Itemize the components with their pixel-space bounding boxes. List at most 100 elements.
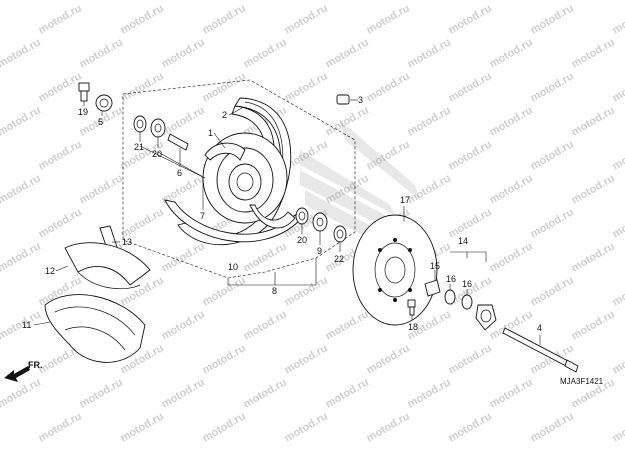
watermark-text: motod.ru (0, 342, 2, 376)
watermark-text: motod.ru (37, 70, 84, 104)
watermark-text: motod.ru (406, 376, 453, 410)
watermark-text: motod.ru (611, 70, 625, 104)
watermark-text: motod.ru (447, 410, 494, 444)
callout-11: 11 (22, 320, 31, 330)
watermark-text: motod.ru (0, 274, 2, 308)
watermark-text: motod.ru (283, 2, 330, 36)
watermark-text: motod.ru (283, 342, 330, 376)
watermark-text: motod.ru (0, 172, 43, 206)
watermark-text: motod.ru (78, 376, 125, 410)
watermark-text: motod.ru (529, 70, 576, 104)
watermark-text: motod.ru (365, 2, 412, 36)
callout-5: 5 (98, 117, 103, 127)
callout-13: 13 (122, 237, 132, 247)
watermark-text: motod.ru (0, 240, 43, 274)
watermark-text: motod.ru (570, 240, 617, 274)
watermark-text: motod.ru (0, 410, 2, 444)
watermark-text: motod.ru (160, 308, 207, 342)
watermark-text: motod.ru (160, 0, 207, 3)
watermark-text: motod.ru (406, 36, 453, 70)
watermark-text: motod.ru (0, 138, 2, 172)
watermark-text: motod.ru (242, 36, 289, 70)
callout-9: 9 (317, 246, 322, 256)
watermark-text: motod.ru (447, 206, 494, 240)
callout-4: 4 (537, 323, 542, 333)
watermark-text: motod.ru (242, 308, 289, 342)
callout-20-left: 20 (152, 149, 162, 159)
callout-16b: 16 (462, 279, 472, 289)
watermark-text: motod.ru (529, 206, 576, 240)
watermark-text: motod.ru (324, 308, 371, 342)
watermark-text: motod.ru (570, 308, 617, 342)
watermark-text: motod.ru (119, 70, 166, 104)
watermark-text: motod.ru (201, 274, 248, 308)
watermark-text: motod.ru (447, 70, 494, 104)
watermark-text: motod.ru (365, 410, 412, 444)
watermark-text: motod.ru (160, 376, 207, 410)
watermark-text: motod.ru (570, 0, 617, 3)
watermark-text: motod.ru (0, 104, 43, 138)
callout-22: 22 (334, 254, 344, 264)
watermark-text: motod.ru (0, 36, 43, 70)
watermark-text: motod.ru (283, 410, 330, 444)
watermark-text: motod.ru (0, 70, 2, 104)
part-9-bearing (313, 213, 327, 245)
watermark-text: motod.ru (242, 240, 289, 274)
callout-3: 3 (358, 95, 363, 105)
watermark-text: motod.ru (447, 342, 494, 376)
watermark-text: motod.ru (283, 70, 330, 104)
watermark-text: motod.ru (406, 0, 453, 3)
watermark-text: motod.ru (160, 240, 207, 274)
watermark-text: motod.ru (37, 2, 84, 36)
watermark-text: motod.ru (488, 376, 535, 410)
callout-1: 1 (208, 128, 213, 138)
watermark-text: motod.ru (201, 342, 248, 376)
watermark-text: motod.ru (488, 104, 535, 138)
watermark-text: motod.ru (119, 410, 166, 444)
callout-10: 10 (228, 262, 238, 272)
callout-19: 19 (78, 107, 88, 117)
watermark-text: motod.ru (78, 36, 125, 70)
watermark-text: motod.ru (0, 2, 2, 36)
watermark-text: motod.ru (529, 2, 576, 36)
watermark-text: motod.ru (365, 70, 412, 104)
part-22-dust-seal (334, 226, 346, 252)
watermark-text: motod.ru (570, 36, 617, 70)
watermark-text: motod.ru (611, 2, 625, 36)
watermark-text: motod.ru (488, 240, 535, 274)
watermark-text: motod.ru (447, 2, 494, 36)
part-3-valve-cap (337, 95, 358, 104)
watermark-text: motod.ru (529, 138, 576, 172)
watermark-text: motod.ru (324, 376, 371, 410)
watermark-text: motod.ru (0, 376, 43, 410)
watermark-text: motod.ru (611, 138, 625, 172)
watermark-text: motod.ru (119, 206, 166, 240)
watermark-text: motod.ru (611, 410, 625, 444)
callout-6: 6 (177, 168, 182, 178)
direction-label: FR. (28, 360, 43, 370)
callout-8: 8 (272, 286, 277, 296)
part-19-bolt (79, 83, 89, 106)
callout-17: 17 (400, 195, 410, 205)
watermark-text: motod.ru (570, 104, 617, 138)
callout-18: 18 (408, 322, 418, 332)
watermark-text: motod.ru (488, 172, 535, 206)
watermark-text: motod.ru (37, 138, 84, 172)
callout-7: 7 (200, 211, 205, 221)
watermark-text: motod.ru (488, 0, 535, 3)
watermark-text: motod.ru (488, 36, 535, 70)
watermark-text: motod.ru (283, 274, 330, 308)
watermark-text: motod.ru (529, 274, 576, 308)
watermark-text: motod.ru (37, 410, 84, 444)
part-16-seal-a (445, 284, 455, 304)
diagram-code: MJA3F1421 (560, 377, 604, 386)
watermark-text: motod.ru (611, 274, 625, 308)
watermark-text: motod.ru (242, 0, 289, 3)
watermark-text: motod.ru (242, 376, 289, 410)
watermark-text: motod.ru (160, 104, 207, 138)
watermark-text: motod.ru (78, 172, 125, 206)
part-21-bearing (134, 116, 146, 142)
callout-20-right: 20 (297, 235, 307, 245)
